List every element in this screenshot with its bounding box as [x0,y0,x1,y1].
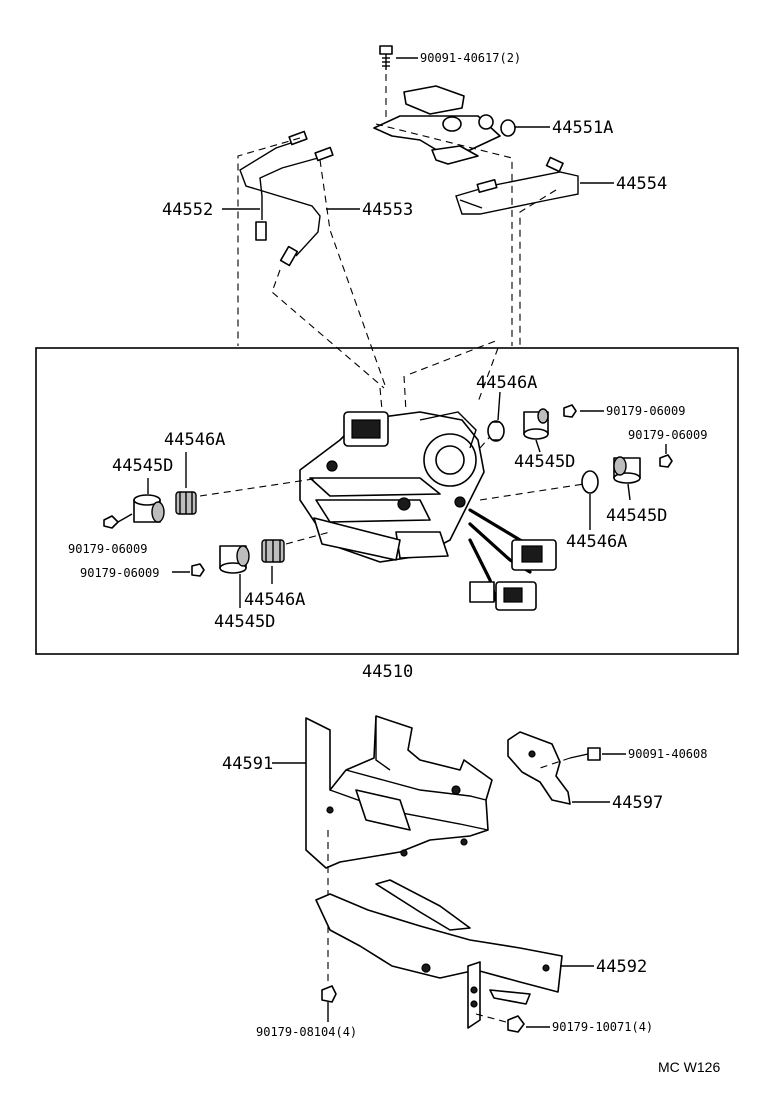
assembly-box [35,347,739,655]
nut-bottom-right-icon [507,1015,525,1033]
clamp-icon [507,731,571,805]
label-solenoid: 44551A [552,118,613,138]
label-bolt-top: 90091-40617(2) [420,51,521,65]
label-clamp: 44597 [612,793,663,813]
damper-bottom-icon [219,545,250,574]
label-assembly: 44510 [362,662,413,682]
assembly-section: 44546A 44545D 90179-06009 90179-06009 44… [68,347,707,632]
damper-top-right-icon [523,408,549,440]
nut-left-icon [103,515,119,529]
label-nut-left: 90179-06009 [68,542,147,556]
cushion-right-icon [581,470,599,494]
label-nut-right: 90179-06009 [628,428,707,442]
bolt-top-icon [379,45,393,70]
label-tube-right: 44554 [616,174,667,194]
label-nut-bottom-left: 90179-06009 [80,566,159,580]
upper-section: 90091-40617(2) 44551A 44554 [162,45,667,389]
label-damper-right: 44545D [606,506,667,526]
label-bracket-lower: 44592 [596,957,647,977]
cushion-left-icon [175,491,197,515]
bolt-right-icon [569,747,601,761]
label-nut-bottom-right: 90179-10071(4) [552,1020,653,1034]
label-cushion-bottom: 44546A [244,590,305,610]
lower-section: 44591 44597 90091-40608 4 [222,715,707,1039]
solenoid-valve-icon [373,85,516,165]
reference-code: MC W126 [658,1059,720,1075]
label-tube-left-b: 44553 [362,200,413,220]
label-damper-top-right: 44545D [514,452,575,472]
label-nut-top-right: 90179-06009 [606,404,685,418]
nut-right-icon [659,454,673,468]
cushion-bottom-icon [261,539,285,563]
bolt-bottom-icon [321,985,337,1003]
bracket-lower-icon [315,879,563,1029]
label-bracket-upper: 44591 [222,754,273,774]
label-damper-bottom: 44545D [214,612,275,632]
label-tube-left-a: 44552 [162,200,213,220]
damper-left-icon [133,494,165,523]
actuator-assembly-icon [299,411,557,611]
label-damper-left: 44545D [112,456,173,476]
damper-right-icon [613,456,641,484]
bracket-upper-icon [305,715,493,869]
label-bolt-bottom: 90179-08104(4) [256,1025,357,1039]
nut-top-right-icon [563,404,577,418]
label-cushion-right: 44546A [566,532,627,552]
cushion-top-right-icon [487,420,505,442]
tube-left-icon [239,130,334,267]
label-bolt-right: 90091-40608 [628,747,707,761]
label-cushion-top-right: 44546A [476,373,537,393]
label-cushion-left: 44546A [164,430,225,450]
tube-right-icon [455,156,579,215]
nut-bottom-left-icon [191,563,205,577]
